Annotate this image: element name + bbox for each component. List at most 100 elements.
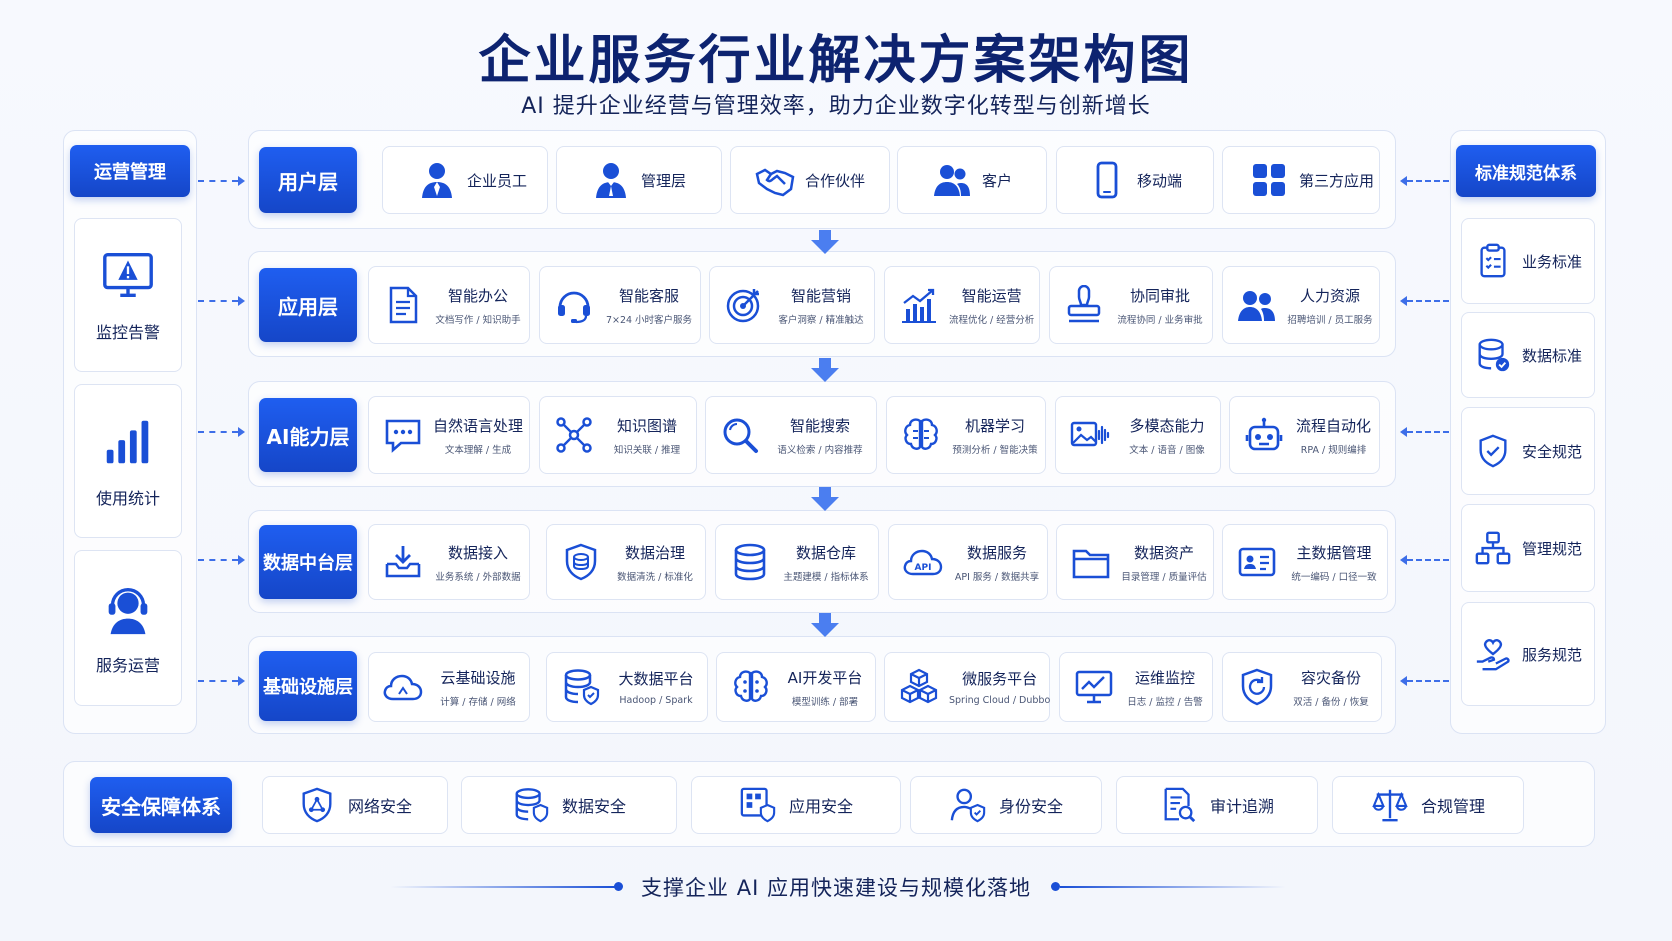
right-header: 标准规范体系 xyxy=(1456,145,1596,197)
ai-card-search[interactable]: 智能搜索语义检索 / 内容推荐 xyxy=(705,396,877,474)
connector-arrowhead xyxy=(1400,296,1407,306)
connector-arrowhead xyxy=(238,427,245,437)
ai-card-nlp[interactable]: 自然语言处理文本理解 / 生成 xyxy=(368,396,530,474)
ai-card-kg[interactable]: 知识图谱知识关联 / 推理 xyxy=(539,396,697,474)
data-card-master[interactable]: 主数据管理统一编码 / 口径一致 xyxy=(1222,524,1388,600)
security-item-audit[interactable]: 审计追溯 xyxy=(1116,776,1318,834)
layer-label-user: 用户层 xyxy=(259,147,357,213)
down-arrow-icon xyxy=(811,230,839,254)
ai-card-multimodal[interactable]: 多模态能力文本 / 语音 / 图像 xyxy=(1055,396,1221,474)
connector-right-infra xyxy=(1407,680,1449,682)
card-desc: 招聘培训 / 员工服务 xyxy=(1287,314,1373,326)
stamp-icon xyxy=(1064,284,1104,325)
infra-card-backup[interactable]: 容灾备份双活 / 备份 / 恢复 xyxy=(1222,652,1382,722)
right-item-service-std[interactable]: 服务规范 xyxy=(1461,602,1595,706)
card-desc: 预测分析 / 智能决策 xyxy=(952,444,1038,456)
security-item-network[interactable]: 网络安全 xyxy=(262,776,448,834)
infra-card-ops[interactable]: 运维监控日志 / 监控 / 告警 xyxy=(1059,652,1213,722)
connector-arrowhead xyxy=(238,176,245,186)
right-item-security-std[interactable]: 安全规范 xyxy=(1461,407,1595,495)
cubes-icon xyxy=(899,667,939,707)
connector-right-app xyxy=(1407,300,1449,302)
infra-card-cloud[interactable]: 云基础设施计算 / 存储 / 网络 xyxy=(368,652,530,722)
database-lock-icon xyxy=(515,788,549,823)
security-item-app[interactable]: 应用安全 xyxy=(691,776,901,834)
manager-icon xyxy=(591,160,631,200)
card-desc: Hadoop / Spark xyxy=(619,695,693,706)
card-name: 合作伙伴 xyxy=(805,171,866,190)
scales-icon xyxy=(1372,789,1408,822)
hand-heart-icon xyxy=(1476,639,1510,671)
app-shield-icon xyxy=(740,787,776,823)
security-item-label: 数据安全 xyxy=(561,797,626,816)
layer-label-data: 数据中台层 xyxy=(259,525,357,599)
robot-icon xyxy=(1244,415,1284,455)
folder-icon xyxy=(1071,542,1111,582)
card-desc: 目录管理 / 质量评估 xyxy=(1121,571,1207,583)
headset-agent-icon xyxy=(108,588,148,635)
app-card-approval[interactable]: 协同审批流程协同 / 业务审批 xyxy=(1049,266,1213,344)
graph-network-icon xyxy=(554,415,594,455)
app-card-office[interactable]: 智能办公文档写作 / 知识助手 xyxy=(368,266,530,344)
card-name: 流程自动化 xyxy=(1295,416,1371,435)
user-card-partner[interactable]: 合作伙伴 xyxy=(730,146,890,214)
database-check-icon xyxy=(1478,338,1510,372)
card-name: 人力资源 xyxy=(1299,286,1360,305)
app-card-hr[interactable]: 人力资源招聘培训 / 员工服务 xyxy=(1222,266,1380,344)
card-desc: 流程协同 / 业务审批 xyxy=(1117,314,1203,326)
user-card-manager[interactable]: 管理层 xyxy=(556,146,722,214)
shield-check-icon xyxy=(1479,434,1507,468)
card-name: 容灾备份 xyxy=(1300,668,1361,687)
audit-search-icon xyxy=(1164,787,1196,823)
connector-arrowhead xyxy=(238,555,245,565)
security-item-identity[interactable]: 身份安全 xyxy=(910,776,1102,834)
bar-chart-icon xyxy=(106,420,149,464)
page-title: 企业服务行业解决方案架构图 xyxy=(478,31,1194,91)
user-card-employee[interactable]: 企业员工 xyxy=(382,146,548,214)
user-card-mobile[interactable]: 移动端 xyxy=(1056,146,1214,214)
ai-card-ml[interactable]: 机器学习预测分析 / 智能决策 xyxy=(886,396,1046,474)
user-card-third-party[interactable]: 第三方应用 xyxy=(1222,146,1380,214)
customers-icon xyxy=(932,160,972,200)
right-item-business-std[interactable]: 业务标准 xyxy=(1461,218,1595,304)
card-desc: 7×24 小时客户服务 xyxy=(605,314,693,326)
app-card-operation[interactable]: 智能运营流程优化 / 经营分析 xyxy=(884,266,1040,344)
left-item-monitor[interactable]: 监控告警 xyxy=(74,218,182,372)
user-card-customer[interactable]: 客户 xyxy=(897,146,1047,214)
right-item-data-std[interactable]: 数据标准 xyxy=(1461,312,1595,398)
footer-dot-right xyxy=(1051,882,1060,891)
card-name: 管理层 xyxy=(641,171,687,190)
card-desc: 客户洞察 / 精准触达 xyxy=(778,314,864,326)
card-desc: 知识关联 / 推理 xyxy=(613,444,681,456)
left-item-stats[interactable]: 使用统计 xyxy=(74,384,182,538)
card-desc: 双活 / 备份 / 恢复 xyxy=(1293,696,1369,708)
handshake-icon xyxy=(755,160,795,200)
card-name: 客户 xyxy=(982,171,1013,190)
user-shield-icon xyxy=(950,788,986,823)
headset-icon xyxy=(554,285,594,325)
data-card-warehouse[interactable]: 数据仓库主题建模 / 指标体系 xyxy=(715,524,879,600)
inbox-download-icon xyxy=(383,542,423,582)
card-name: 智能营销 xyxy=(790,286,851,305)
data-card-ingest[interactable]: 数据接入业务系统 / 外部数据 xyxy=(368,524,530,600)
data-card-asset[interactable]: 数据资产目录管理 / 质量评估 xyxy=(1056,524,1214,600)
database-shield-icon xyxy=(561,667,601,707)
security-item-data[interactable]: 数据安全 xyxy=(461,776,677,834)
analytics-icon xyxy=(899,285,939,325)
right-item-mgmt-std[interactable]: 管理规范 xyxy=(1461,504,1595,592)
right-item-label: 服务规范 xyxy=(1521,645,1582,664)
left-item-service[interactable]: 服务运营 xyxy=(74,550,182,706)
card-name: 智能运营 xyxy=(961,286,1022,305)
data-card-governance[interactable]: 数据治理数据清洗 / 标准化 xyxy=(546,524,706,600)
connector-left-user xyxy=(198,180,238,182)
monitor-chart-icon xyxy=(1074,667,1114,707)
card-name: 数据治理 xyxy=(624,543,685,562)
infra-card-ai-platform[interactable]: AI开发平台模型训练 / 部署 xyxy=(716,652,876,722)
security-item-compliance[interactable]: 合规管理 xyxy=(1332,776,1524,834)
app-card-marketing[interactable]: 智能营销客户洞察 / 精准触达 xyxy=(709,266,875,344)
